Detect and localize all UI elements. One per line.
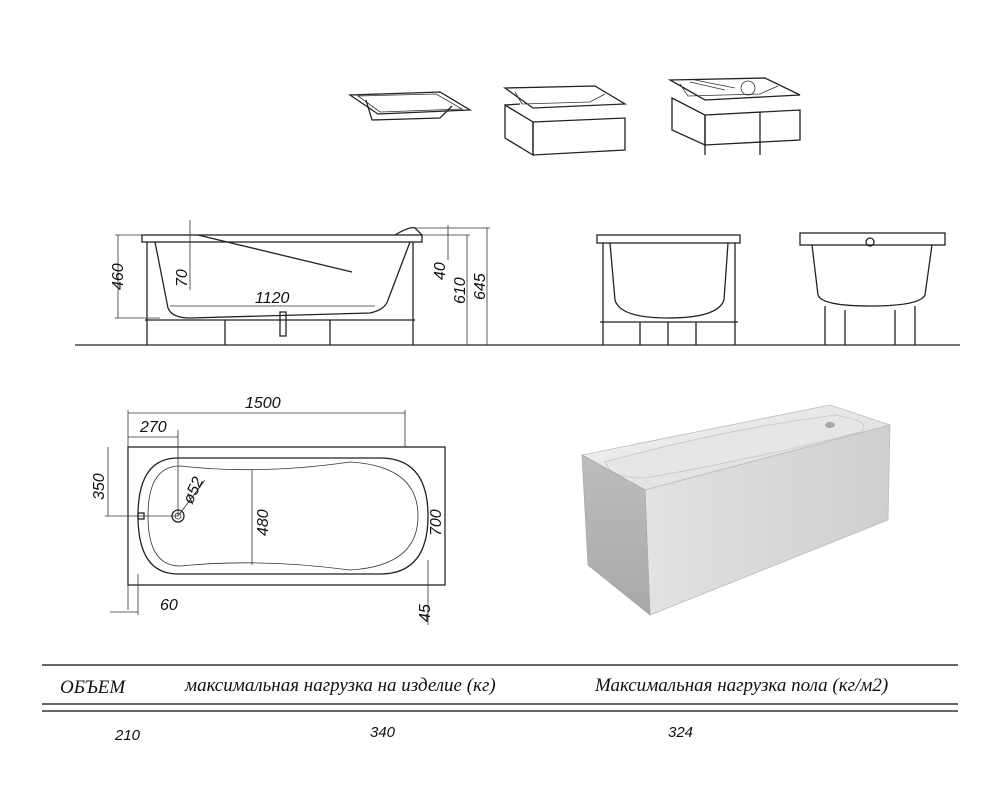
bathtub-3d-render	[580, 404, 892, 616]
dim-side-offset: 45	[417, 604, 434, 622]
dim-total-height: 645	[472, 273, 489, 300]
dim-head-drop: 70	[174, 269, 191, 287]
header-volume: ОБЪЕМ	[60, 677, 126, 698]
dim-rim-offset: 40	[432, 262, 449, 280]
end-view	[799, 232, 946, 345]
front-view	[596, 234, 741, 345]
variant-tub-with-frame	[667, 77, 801, 155]
value-max-load-product: 340	[370, 724, 396, 741]
dim-side-height: 460	[110, 263, 127, 290]
side-elevation: 460 70 1120 40 610 645	[110, 220, 490, 345]
dim-drain-center: 350	[91, 473, 108, 500]
dim-length: 1500	[245, 395, 281, 412]
dim-height-to-rim: 610	[452, 277, 469, 304]
dim-drain-offset: 270	[139, 419, 167, 436]
header-max-load-product: максимальная нагрузка на изделие (кг)	[184, 675, 496, 696]
specs-table: ОБЪЕМ максимальная нагрузка на изделие (…	[42, 664, 958, 744]
value-volume: 210	[114, 727, 141, 744]
dim-drain-diameter: ø52	[180, 474, 207, 506]
dim-width: 700	[428, 509, 445, 536]
dim-edge-offset: 60	[160, 597, 178, 614]
variant-tub-with-panel	[503, 85, 628, 157]
value-max-load-floor: 324	[668, 724, 693, 741]
variant-tub-only	[347, 91, 473, 121]
plan-view: 1500 270 350 700 480 ø52 60 45	[91, 395, 446, 625]
dim-bottom-length: 1120	[255, 290, 290, 307]
dim-inner-width: 480	[255, 509, 272, 536]
header-max-load-floor: Максимальная нагрузка пола (кг/м2)	[594, 675, 888, 696]
